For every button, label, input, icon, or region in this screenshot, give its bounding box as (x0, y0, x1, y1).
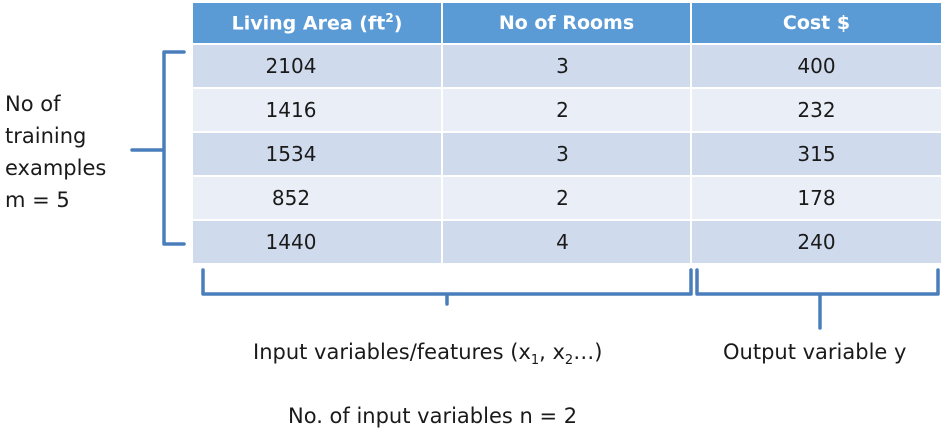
cell-rooms: 3 (442, 44, 692, 89)
cell-cost-value: 178 (797, 186, 836, 210)
cell-cost-value: 400 (797, 54, 836, 78)
cell-cost: 232 (691, 88, 941, 133)
cell-cost: 400 (691, 44, 941, 89)
header-rooms: No of Rooms (442, 3, 692, 45)
output-brace (695, 268, 940, 330)
cell-area: 1440 (193, 220, 443, 265)
cell-rooms-value: 2 (556, 98, 569, 122)
table-row: 1534 3 315 (193, 132, 941, 177)
header-living-area: Living Area (ft2) (193, 3, 443, 45)
cell-area-value: 2104 (265, 54, 317, 78)
data-table: Living Area (ft2) No of Rooms Cost $ 210… (193, 3, 941, 265)
cell-rooms: 2 (442, 88, 692, 133)
cell-rooms-value: 4 (556, 230, 569, 254)
cell-rooms: 4 (442, 220, 692, 265)
cell-cost-value: 240 (797, 230, 836, 254)
cell-cost: 240 (691, 220, 941, 265)
cell-area-value: 1440 (265, 230, 317, 254)
cell-area: 1416 (193, 88, 443, 133)
training-examples-label: No of training examples m = 5 (5, 88, 135, 216)
header-living-area-close: ) (393, 12, 403, 35)
input-label-prefix: Input variables/features (x (253, 340, 531, 364)
header-living-area-text: Living Area (ft (231, 12, 386, 35)
cell-area: 852 (193, 176, 443, 221)
input-brace (201, 268, 693, 306)
output-variable-label: Output variable y (723, 340, 907, 364)
cell-cost: 315 (691, 132, 941, 177)
cell-area: 1534 (193, 132, 443, 177)
input-label-suffix: …) (573, 340, 603, 364)
table-row: 1416 2 232 (193, 88, 941, 133)
cell-cost-value: 315 (797, 142, 836, 166)
cell-rooms: 3 (442, 132, 692, 177)
cell-cost: 178 (691, 176, 941, 221)
training-examples-line: No of (5, 92, 61, 116)
header-row: Living Area (ft2) No of Rooms Cost $ (193, 3, 941, 45)
input-variables-label: Input variables/features (x1, x2…) (253, 336, 602, 377)
cell-rooms-value: 3 (556, 54, 569, 78)
input-label-sub1: 1 (530, 353, 540, 369)
cell-rooms-value: 2 (556, 186, 569, 210)
header-living-area-sup: 2 (385, 11, 394, 26)
cell-rooms: 2 (442, 176, 692, 221)
left-brace (130, 50, 186, 246)
training-examples-line: examples (5, 156, 107, 180)
cell-area-value: 852 (271, 186, 311, 210)
input-count-label: No. of input variables n = 2 (288, 404, 578, 428)
table-row: 1440 4 240 (193, 220, 941, 265)
table-row: 852 2 178 (193, 176, 941, 221)
header-cost: Cost $ (691, 3, 941, 45)
cell-cost-value: 232 (797, 98, 836, 122)
table-row: 2104 3 400 (193, 44, 941, 89)
cell-area-value: 1416 (265, 98, 317, 122)
input-label-mid: , x (539, 340, 565, 364)
cell-rooms-value: 3 (556, 142, 569, 166)
training-examples-line: m = 5 (5, 188, 70, 212)
cell-area-value: 1534 (265, 142, 317, 166)
training-examples-line: training (5, 124, 87, 148)
cell-area: 2104 (193, 44, 443, 89)
input-label-sub2: 2 (564, 353, 574, 369)
